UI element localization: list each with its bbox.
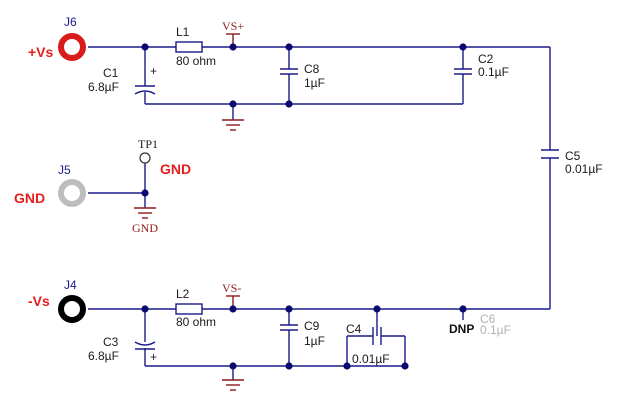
connector-j4: J4 -Vs (28, 278, 86, 323)
junction-dot (285, 100, 293, 108)
c2-value: 0.1µF (478, 65, 509, 79)
junctions (141, 43, 467, 370)
c8-value: 1µF (304, 76, 325, 90)
junction-dot (285, 305, 293, 313)
inductor-l2: L2 80 ohm (175, 287, 216, 329)
c9-ref: C9 (304, 319, 320, 333)
junction-dot (459, 43, 467, 51)
vs-plus-label: VS+ (222, 19, 244, 33)
ground-symbol-top (222, 119, 244, 131)
c8-ref: C8 (304, 62, 320, 76)
j4-ref: J4 (64, 278, 77, 292)
c2-ref: C2 (478, 52, 494, 66)
c5-value: 0.01µF (565, 162, 603, 176)
junction-dot (141, 43, 149, 51)
j4-net-label: -Vs (28, 293, 50, 309)
capacitor-c8: C8 1µF (280, 62, 325, 90)
c1-ref: C1 (103, 66, 119, 80)
junction-dot (401, 362, 409, 370)
junction-dot (373, 305, 381, 313)
capacitor-c1: + C1 6.8µF (88, 64, 157, 95)
junction-dot (229, 362, 237, 370)
junction-dot (229, 100, 237, 108)
junction-dot (459, 305, 467, 313)
junction-dot (141, 189, 149, 197)
testpoint-tp1: TP1 GND (138, 137, 191, 177)
inductor-l1: L1 80 ohm (175, 25, 216, 68)
c4-ref: C4 (346, 322, 362, 336)
c1-polarity: + (150, 64, 157, 78)
l1-ref: L1 (176, 25, 190, 39)
capacitor-c5: C5 0.01µF (541, 149, 603, 176)
junction-dot (141, 305, 149, 313)
ground-symbol-middle (134, 207, 156, 219)
connector-j6: J6 +Vs (28, 15, 86, 61)
l2-value: 80 ohm (176, 315, 216, 329)
ground-label: GND (132, 221, 158, 235)
capacitor-c2: C2 0.1µF (454, 52, 509, 79)
junction-dot (229, 305, 237, 313)
c6-value: 0.1µF (480, 323, 511, 337)
c3-value: 6.8µF (88, 349, 119, 363)
capacitor-c6: DNP C6 0.1µF (449, 312, 511, 337)
junction-dot (285, 43, 293, 51)
l1-value: 80 ohm (176, 54, 216, 68)
vs-minus-label: VS- (222, 281, 241, 295)
c1-value: 6.8µF (88, 80, 119, 94)
c6-ref: C6 (480, 312, 496, 326)
ground-symbol-bottom (222, 379, 244, 391)
junction-dot (343, 362, 351, 370)
c3-polarity: + (150, 350, 157, 364)
tp1-ref: TP1 (138, 137, 158, 151)
l2-ref: L2 (176, 287, 190, 301)
capacitor-c9: C9 1µF (280, 319, 325, 348)
power-flag-vs-minus: VS- (222, 281, 241, 309)
c5-ref: C5 (565, 149, 581, 163)
j6-ref: J6 (64, 15, 77, 29)
tp1-net-label: GND (160, 161, 191, 177)
j5-net-label: GND (14, 190, 45, 206)
connector-j5: J5 GND (14, 163, 86, 207)
c3-ref: C3 (103, 335, 119, 349)
j5-ref: J5 (58, 163, 71, 177)
c4-value: 0.01µF (352, 352, 390, 366)
power-flag-vs-plus: VS+ (222, 19, 244, 47)
j6-net-label: +Vs (28, 44, 54, 60)
capacitor-c4: C4 0.01µF (346, 322, 390, 366)
c9-value: 1µF (304, 334, 325, 348)
capacitor-c3: + C3 6.8µF (88, 335, 157, 364)
junction-dot (229, 43, 237, 51)
c6-dnp-label: DNP (449, 322, 474, 336)
junction-dot (285, 362, 293, 370)
